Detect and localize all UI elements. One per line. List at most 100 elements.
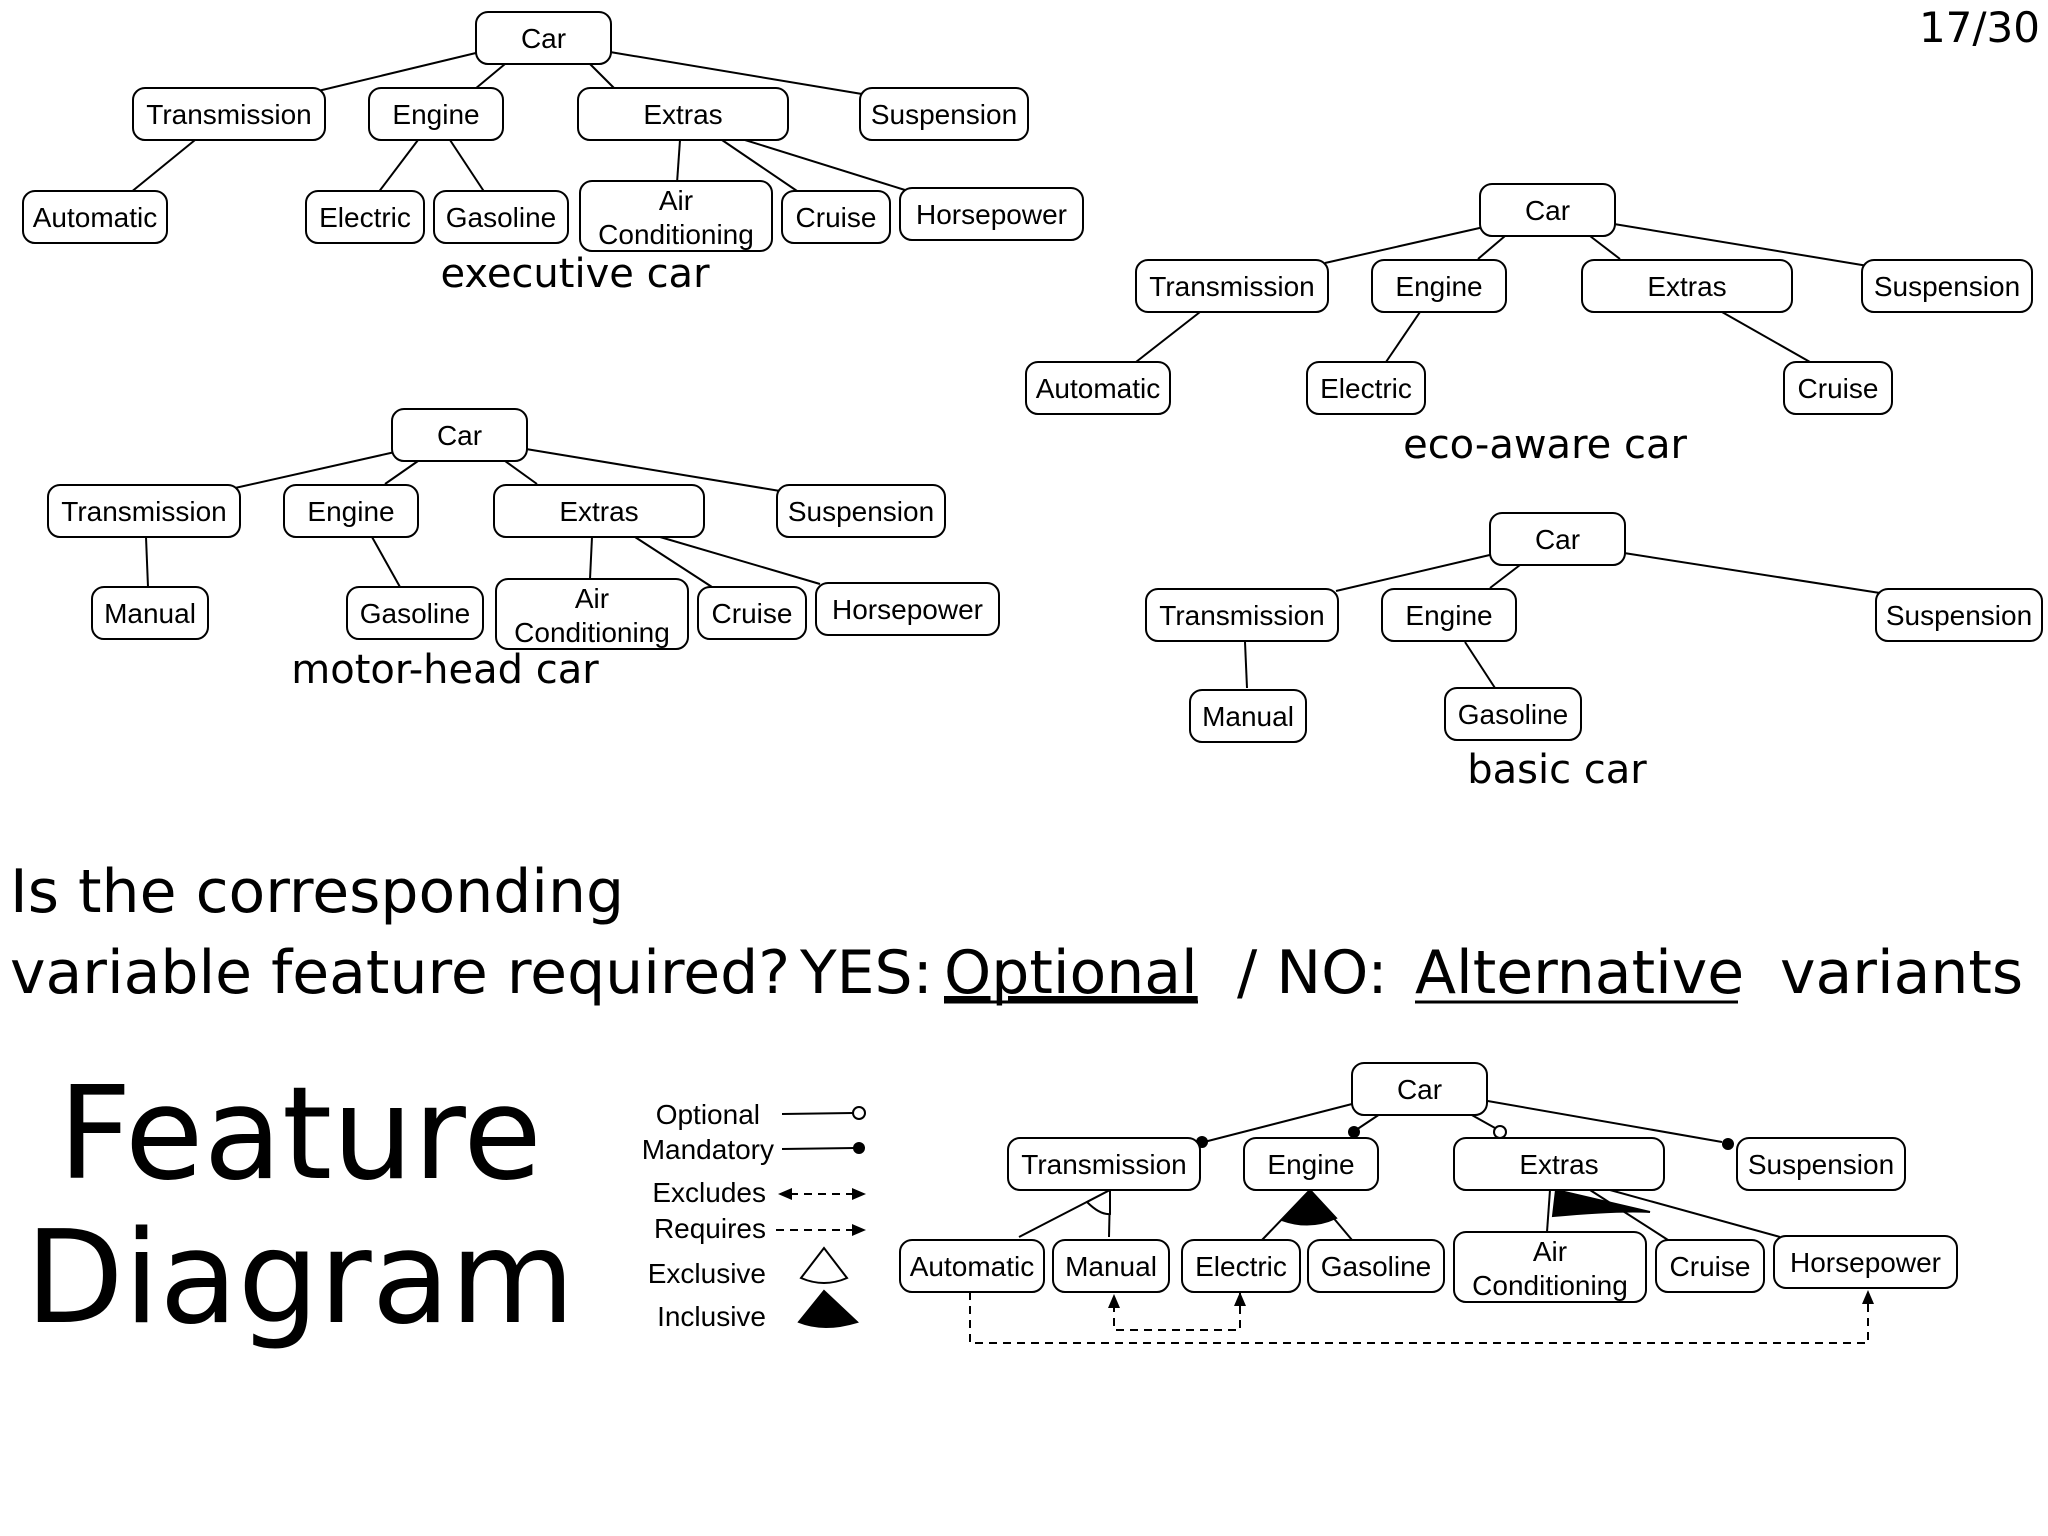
node-transmission: Transmission	[47, 484, 241, 538]
svg-text:Air: Air	[1533, 1236, 1567, 1267]
excludes-right-arrow-icon	[852, 1188, 866, 1200]
svg-text:Suspension: Suspension	[1748, 1149, 1894, 1180]
caption-motor-head-car: motor-head car	[291, 647, 599, 693]
optional-circle-icon	[1493, 1125, 1507, 1139]
legend-excludes-label: Excludes	[652, 1177, 766, 1208]
legend-requires-label: Requires	[654, 1213, 766, 1244]
svg-text:Extras: Extras	[643, 99, 722, 130]
node-transmission: Transmission	[1145, 588, 1339, 642]
node-gasoline: Gasoline	[433, 190, 569, 244]
page-number: 17/30	[1919, 3, 2040, 52]
svg-text:Automatic: Automatic	[910, 1251, 1035, 1282]
node-suspension: Suspension	[859, 87, 1029, 141]
mandatory-dot-icon	[853, 1142, 865, 1154]
svg-text:Car: Car	[521, 23, 566, 54]
node-engine: Engine	[1371, 259, 1507, 313]
svg-text:Engine: Engine	[392, 99, 479, 130]
node-automatic: Automatic	[1025, 361, 1171, 415]
svg-text:Automatic: Automatic	[33, 202, 158, 233]
svg-text:Horsepower: Horsepower	[832, 594, 983, 625]
svg-text:Suspension: Suspension	[1886, 600, 2032, 631]
requires-arrow-icon	[1862, 1290, 1874, 1304]
question-line-1: Is the corresponding	[10, 857, 624, 927]
node-car: Car	[1351, 1062, 1488, 1116]
caption-executive-car: executive car	[440, 251, 710, 297]
question-text: Is the corresponding variable feature re…	[10, 857, 2023, 1008]
node-extras: Extras	[577, 87, 789, 141]
feature-diagram: Car Transmission Engine Extras Suspensio…	[899, 1062, 1958, 1344]
legend-exclusive-label: Exclusive	[648, 1258, 766, 1289]
node-transmission: Transmission	[1135, 259, 1329, 313]
legend-mandatory-label: Mandatory	[642, 1134, 774, 1165]
requires-automatic-horsepower	[969, 1290, 1874, 1344]
node-electric: Electric	[1181, 1239, 1301, 1293]
svg-text:Car: Car	[437, 420, 482, 451]
node-transmission: Transmission	[132, 87, 326, 141]
svg-text:Gasoline: Gasoline	[1458, 699, 1569, 730]
exclusive-arc-icon	[1085, 1188, 1111, 1216]
node-cruise: Cruise	[781, 190, 891, 244]
optional-circle-icon	[852, 1106, 866, 1120]
svg-text:Transmission: Transmission	[146, 99, 311, 130]
legend: Optional Mandatory Excludes Requires Exc…	[642, 1099, 866, 1332]
svg-text:Air: Air	[659, 185, 693, 216]
svg-text:Cruise: Cruise	[1798, 373, 1879, 404]
svg-text:Horsepower: Horsepower	[1790, 1247, 1941, 1278]
svg-text:Suspension: Suspension	[871, 99, 1017, 130]
node-gasoline: Gasoline	[346, 586, 484, 640]
svg-text:Suspension: Suspension	[788, 496, 934, 527]
svg-text:Engine: Engine	[1267, 1149, 1354, 1180]
svg-text:Electric: Electric	[1195, 1251, 1287, 1282]
node-car: Car	[1479, 183, 1616, 237]
svg-text:Conditioning: Conditioning	[514, 617, 670, 648]
variants-label: variants	[1780, 938, 2023, 1008]
node-car: Car	[475, 11, 612, 65]
requires-arrow-icon	[852, 1224, 866, 1236]
basic-car-diagram: Car Transmission Engine Suspension Manua…	[1145, 512, 2043, 793]
svg-text:Gasoline: Gasoline	[446, 202, 557, 233]
node-electric: Electric	[305, 190, 425, 244]
node-cruise: Cruise	[1783, 361, 1893, 415]
question-line-2: variable feature required?	[10, 938, 790, 1008]
inclusive-arc-icon	[1551, 1188, 1651, 1218]
node-gasoline: Gasoline	[1307, 1239, 1445, 1293]
svg-text:Gasoline: Gasoline	[360, 598, 471, 629]
node-automatic: Automatic	[899, 1239, 1045, 1293]
svg-text:Manual: Manual	[1202, 701, 1294, 732]
requires-electric-manual	[1108, 1292, 1246, 1331]
inclusive-arc-icon	[797, 1289, 859, 1328]
svg-text:Automatic: Automatic	[1036, 373, 1161, 404]
svg-text:Cruise: Cruise	[796, 202, 877, 233]
caption-basic-car: basic car	[1467, 747, 1647, 793]
mandatory-dot-icon	[1348, 1126, 1360, 1138]
node-engine: Engine	[368, 87, 504, 141]
svg-text:Transmission: Transmission	[1149, 271, 1314, 302]
node-extras: Extras	[493, 484, 705, 538]
node-extras: Extras	[1581, 259, 1793, 313]
legend-optional-label: Optional	[656, 1099, 760, 1130]
svg-text:Extras: Extras	[1647, 271, 1726, 302]
yes-label: YES:	[799, 938, 933, 1008]
svg-text:Car: Car	[1525, 195, 1570, 226]
svg-text:Manual: Manual	[1065, 1251, 1157, 1282]
svg-text:Manual: Manual	[104, 598, 196, 629]
node-horsepower: Horsepower	[815, 582, 1000, 636]
svg-text:Gasoline: Gasoline	[1321, 1251, 1432, 1282]
svg-text:Engine: Engine	[1405, 600, 1492, 631]
node-manual: Manual	[1052, 1239, 1170, 1293]
node-cruise: Cruise	[1655, 1239, 1765, 1293]
svg-text:Suspension: Suspension	[1874, 271, 2020, 302]
motor-head-car-diagram: Car Transmission Engine Extras Suspensio…	[47, 408, 1000, 693]
node-suspension: Suspension	[1736, 1137, 1906, 1191]
svg-text:Transmission: Transmission	[61, 496, 226, 527]
title-feature: Feature	[58, 1060, 542, 1209]
legend-inclusive-label: Inclusive	[657, 1301, 766, 1332]
exclusive-arc-icon	[799, 1246, 849, 1284]
svg-text:Extras: Extras	[1519, 1149, 1598, 1180]
svg-text:Engine: Engine	[1395, 271, 1482, 302]
node-suspension: Suspension	[1861, 259, 2033, 313]
svg-text:Engine: Engine	[307, 496, 394, 527]
